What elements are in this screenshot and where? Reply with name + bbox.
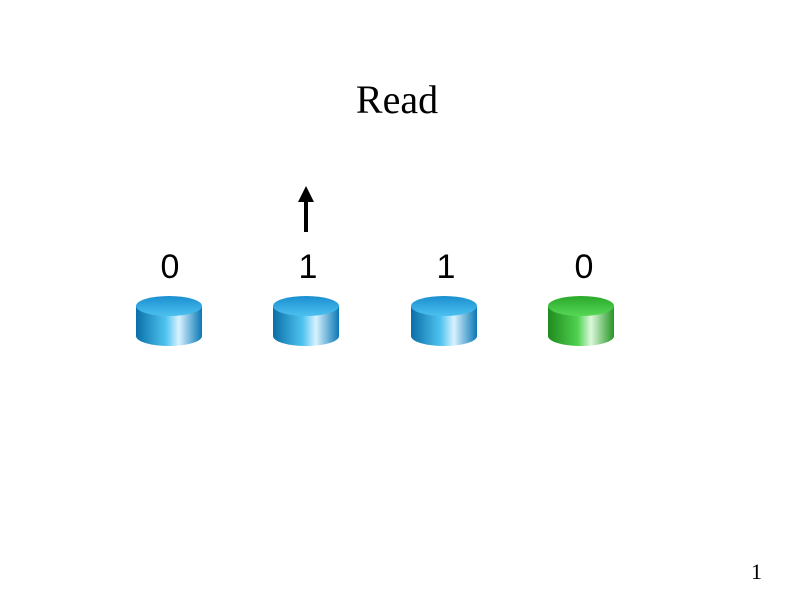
register-disk-1 — [136, 296, 202, 346]
arrow-up-icon — [298, 186, 314, 232]
slide-title: Read — [355, 77, 439, 122]
register-disk-3 — [411, 296, 477, 346]
register-value-1: 0 — [160, 248, 180, 286]
register-value-4: 0 — [574, 248, 594, 286]
register-disk-4 — [548, 296, 614, 346]
register-value-2: 1 — [298, 248, 318, 286]
register-disk-2 — [273, 296, 339, 346]
page-number: 1 — [751, 559, 762, 584]
register-value-3: 1 — [436, 248, 456, 286]
